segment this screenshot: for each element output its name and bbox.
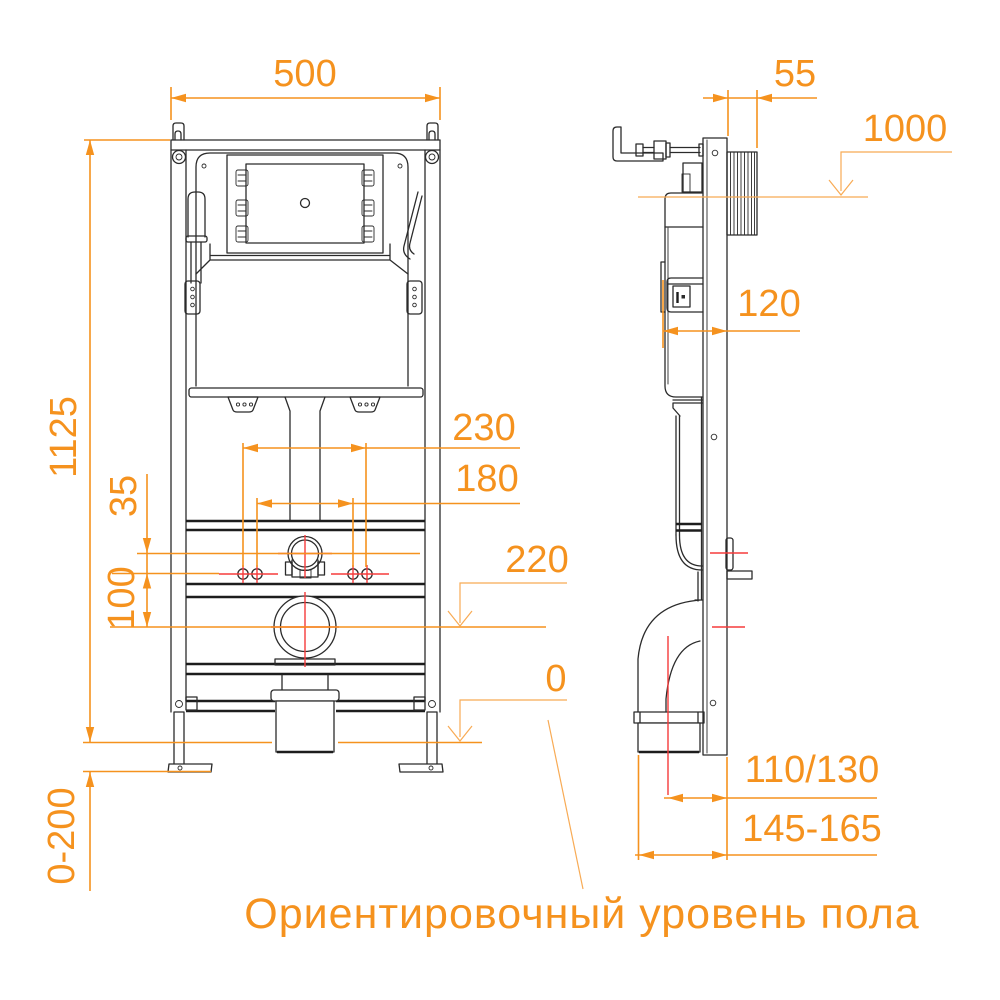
dim-label-180: 180 [455, 458, 518, 500]
dim-label-110-130: 110/130 [745, 749, 880, 791]
dim-actuator-level: 1000 [828, 108, 952, 196]
side-view [612, 126, 758, 756]
dim-frame-height: 1125 [43, 139, 170, 742]
wall-bracket [612, 126, 664, 162]
dim-frame-width: 500 [170, 53, 441, 120]
cistern-tank [195, 152, 409, 387]
dim-flush-offsets: 35 100 [101, 474, 152, 630]
dim-label-230: 230 [452, 407, 515, 449]
dim-label-1125: 1125 [43, 396, 85, 478]
hanger-tabs [172, 122, 439, 141]
dim-label-55: 55 [774, 53, 816, 95]
dim-bolt-spacing-outer: 230 [242, 407, 520, 567]
overflow-pipe [402, 191, 423, 260]
dim-label-1000: 1000 [863, 108, 948, 150]
reference-lines [83, 196, 868, 773]
drain-socket [270, 674, 340, 754]
adjustable-legs [167, 711, 444, 773]
dim-label-100: 100 [101, 566, 143, 629]
side-latches [184, 280, 423, 315]
frame-rails [170, 139, 441, 713]
drain-elbow [633, 599, 705, 754]
dim-sleeve-depth: 55 [703, 53, 817, 148]
floor-level-note: Ориентировочный уровень пола [244, 719, 919, 938]
front-view [167, 122, 444, 773]
flush-down-pipe [284, 396, 326, 522]
wall-sleeve-corrugation [726, 151, 758, 236]
dim-label-500: 500 [273, 53, 336, 95]
window-clips [235, 169, 375, 243]
flush-pipe-side [672, 396, 703, 602]
dim-frame-depth: 120 [662, 280, 801, 348]
dim-label-145-165: 145-165 [742, 808, 881, 850]
dim-label-0-200: 0-200 [41, 787, 83, 884]
fill-valve [185, 191, 208, 284]
dim-leg-range: 0-200 [41, 772, 95, 891]
bracket-bolt [635, 140, 704, 160]
side-rail [702, 137, 728, 756]
tank-shoulder [195, 243, 409, 275]
frame-top-bar [170, 139, 441, 151]
dim-label-220: 220 [505, 539, 568, 581]
dim-label-0: 0 [545, 658, 566, 700]
pan-bracket [725, 537, 753, 580]
dim-floor-zero: 0 [447, 658, 567, 742]
dim-label-120: 120 [737, 283, 800, 325]
dim-drain-outlet-offset: 145-165 [635, 755, 882, 860]
dim-drain-height: 220 [447, 539, 569, 627]
cistern-side [660, 162, 704, 398]
dim-bolt-spacing-inner: 180 [256, 458, 520, 567]
dim-drain-pipe-offset: 110/130 [664, 749, 879, 860]
access-window-frame [226, 154, 384, 254]
access-window-hole [299, 197, 311, 209]
floor-note-label: Ориентировочный уровень пола [244, 890, 919, 938]
dim-label-35: 35 [103, 475, 145, 517]
tank-vents [227, 396, 381, 413]
